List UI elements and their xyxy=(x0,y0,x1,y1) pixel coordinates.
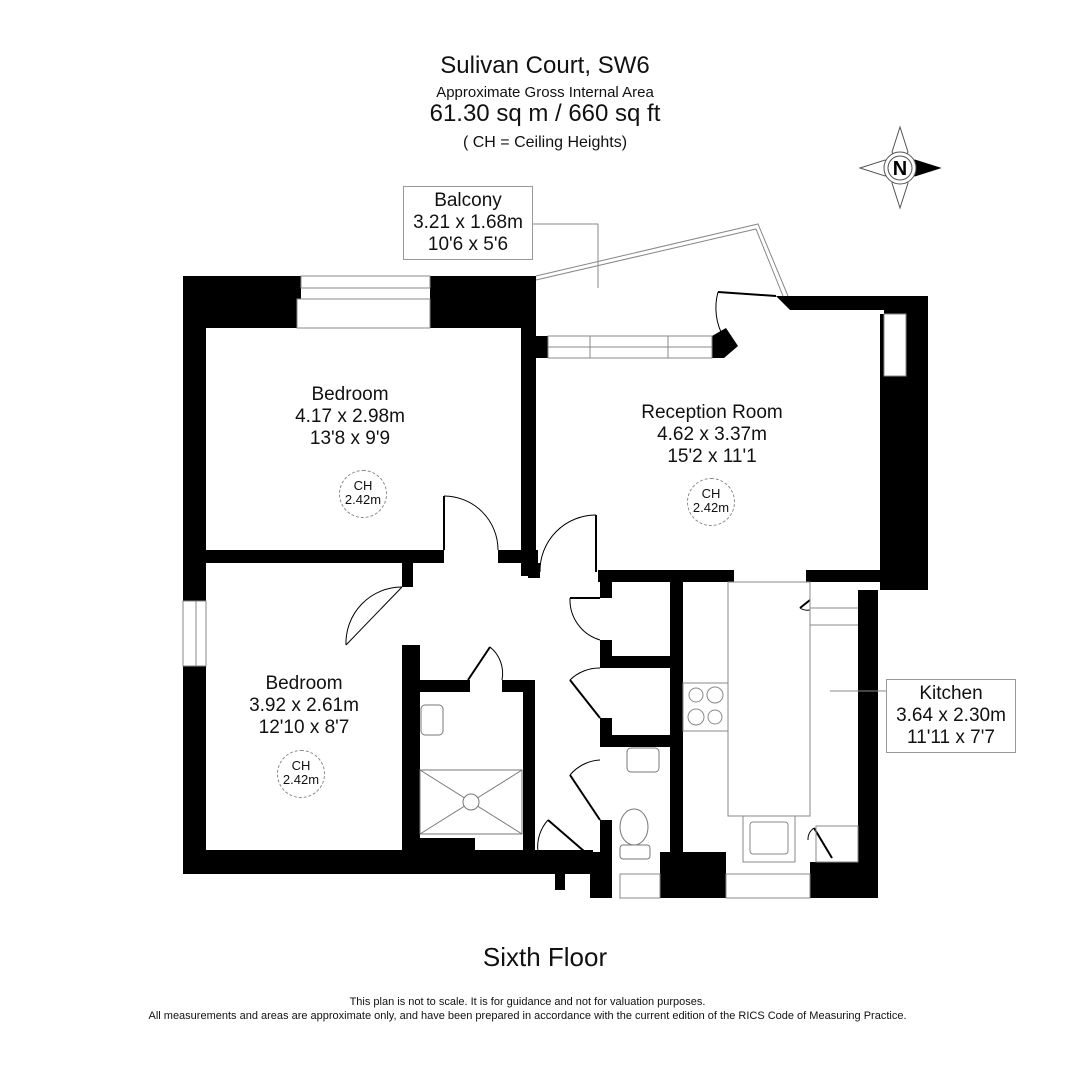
room-metric: 4.17 x 2.98m xyxy=(295,405,405,427)
room-label-reception: Reception Room 4.62 x 3.37m 15'2 x 11'1 xyxy=(612,402,812,468)
bathroom-fixtures xyxy=(419,704,660,860)
room-metric: 3.21 x 1.68m xyxy=(413,211,523,233)
room-metric: 3.64 x 2.30m xyxy=(896,704,1006,726)
room-label-bedroom-2: Bedroom 3.92 x 2.61m 12'10 x 8'7 xyxy=(214,673,394,739)
room-name: Kitchen xyxy=(919,683,983,704)
ceiling-height-badge: CH 2.42m xyxy=(339,470,387,518)
ch-value: 2.42m xyxy=(692,500,730,516)
room-imperial: 15'2 x 11'1 xyxy=(667,445,757,467)
room-name: Bedroom xyxy=(265,673,343,694)
ch-label: CH xyxy=(353,478,373,493)
ch-label: CH xyxy=(291,758,311,773)
plan-title: Sulivan Court, SW6 xyxy=(440,52,650,79)
ceiling-height-note: ( CH = Ceiling Heights) xyxy=(462,134,628,151)
disclaimer-line-1: This plan is not to scale. It is for gui… xyxy=(349,996,706,1008)
room-imperial: 12'10 x 8'7 xyxy=(258,716,350,738)
ch-label: CH xyxy=(701,486,721,501)
room-name: Bedroom xyxy=(311,384,389,405)
door-swings xyxy=(345,291,833,859)
room-metric: 3.92 x 2.61m xyxy=(249,694,359,716)
floor-label: Sixth Floor xyxy=(482,942,608,972)
room-metric: 4.62 x 3.37m xyxy=(657,423,767,445)
room-name: Balcony xyxy=(434,190,502,211)
ch-value: 2.42m xyxy=(344,492,382,508)
windows xyxy=(182,275,907,899)
ceiling-height-badge: CH 2.42m xyxy=(687,478,735,526)
balcony-leader-line xyxy=(533,223,599,288)
compass-letter: N xyxy=(893,158,907,180)
room-imperial: 11'11 x 7'7 xyxy=(907,726,995,748)
room-imperial: 13'8 x 9'9 xyxy=(309,427,391,449)
balcony-outline xyxy=(535,223,789,297)
room-imperial: 10'6 x 5'6 xyxy=(427,233,509,255)
room-label-kitchen: Kitchen 3.64 x 2.30m 11'11 x 7'7 xyxy=(886,679,1016,753)
entrance-arrow-icon xyxy=(549,862,571,890)
compass-icon xyxy=(858,125,942,210)
ceiling-height-badge: CH 2.42m xyxy=(277,750,325,798)
gross-area: 61.30 sq m / 660 sq ft xyxy=(429,100,661,127)
kitchen-units xyxy=(682,581,859,863)
area-caption: Approximate Gross Internal Area xyxy=(436,84,654,101)
disclaimer-line-2: All measurements and areas are approxima… xyxy=(148,1010,907,1022)
ch-value: 2.42m xyxy=(282,772,320,788)
room-name: Reception Room xyxy=(641,402,783,423)
room-label-bedroom-1: Bedroom 4.17 x 2.98m 13'8 x 9'9 xyxy=(260,384,440,450)
walls xyxy=(183,276,928,898)
room-label-balcony: Balcony 3.21 x 1.68m 10'6 x 5'6 xyxy=(403,186,533,260)
